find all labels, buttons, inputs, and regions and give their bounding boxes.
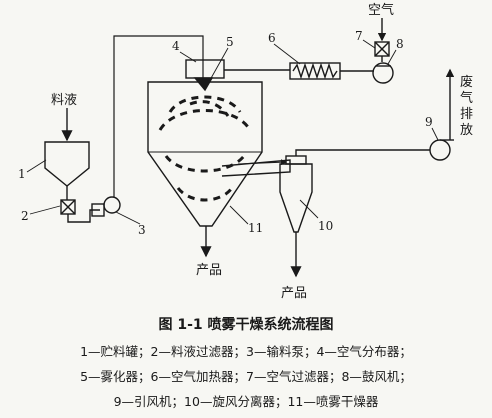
num-5: 5: [226, 35, 234, 49]
air-blower: [372, 62, 394, 84]
feed-label: 料液: [51, 93, 77, 108]
swirl-flow-pattern: [158, 95, 252, 202]
feed-line-to-atomizer: [113, 35, 204, 197]
feed-pump: [103, 196, 121, 214]
storage-tank: [44, 141, 90, 187]
num-10: 10: [318, 219, 333, 233]
feed-pump-body: [91, 203, 105, 217]
exhaust-char-2: 气: [460, 90, 473, 106]
num-9: 9: [425, 115, 433, 129]
num-1: 1: [18, 167, 26, 181]
num-2: 2: [21, 209, 29, 223]
product-label-left: 产品: [196, 263, 222, 278]
product-label-right: 产品: [281, 286, 307, 301]
spray-dryer-chamber: [147, 81, 263, 227]
cyclone-separator: [279, 163, 313, 233]
cyclone-to-fan-duct: [295, 149, 430, 156]
exhaust-char-4: 放: [460, 123, 473, 138]
induced-draft-fan: [429, 139, 451, 161]
num-7: 7: [355, 29, 363, 43]
legend-line-2: 5—雾化器；6—空气加热器；7—空气过滤器；8—鼓风机；: [80, 369, 412, 384]
exhaust-char-3: 排: [460, 107, 473, 122]
num-11: 11: [248, 221, 263, 235]
num-8: 8: [396, 37, 404, 51]
air-label: 空气: [368, 2, 394, 18]
num-3: 3: [138, 223, 146, 237]
num-6: 6: [268, 31, 276, 45]
legend-line-3: 9—引风机；10—旋风分离器；11—喷雾干燥器: [113, 394, 379, 409]
legend-line-1: 1—贮料罐；2—料液过滤器；3—输料泵；4—空气分布器；: [80, 344, 412, 359]
figure-title: 图 1-1 喷雾干燥系统流程图: [158, 317, 334, 333]
exhaust-char-1: 废: [460, 74, 473, 90]
air-distributor: [185, 59, 225, 79]
atomizer: [193, 77, 214, 92]
exhaust-label: 废 气 排 放: [460, 74, 477, 138]
spray-drying-flow-diagram: 料液 空气 产品 产品 废 气 排 放 1 2 3 4 5 6 7 8 9 10…: [18, 2, 477, 301]
num-4: 4: [172, 39, 180, 53]
filter-to-pump-pipe: [67, 209, 100, 223]
